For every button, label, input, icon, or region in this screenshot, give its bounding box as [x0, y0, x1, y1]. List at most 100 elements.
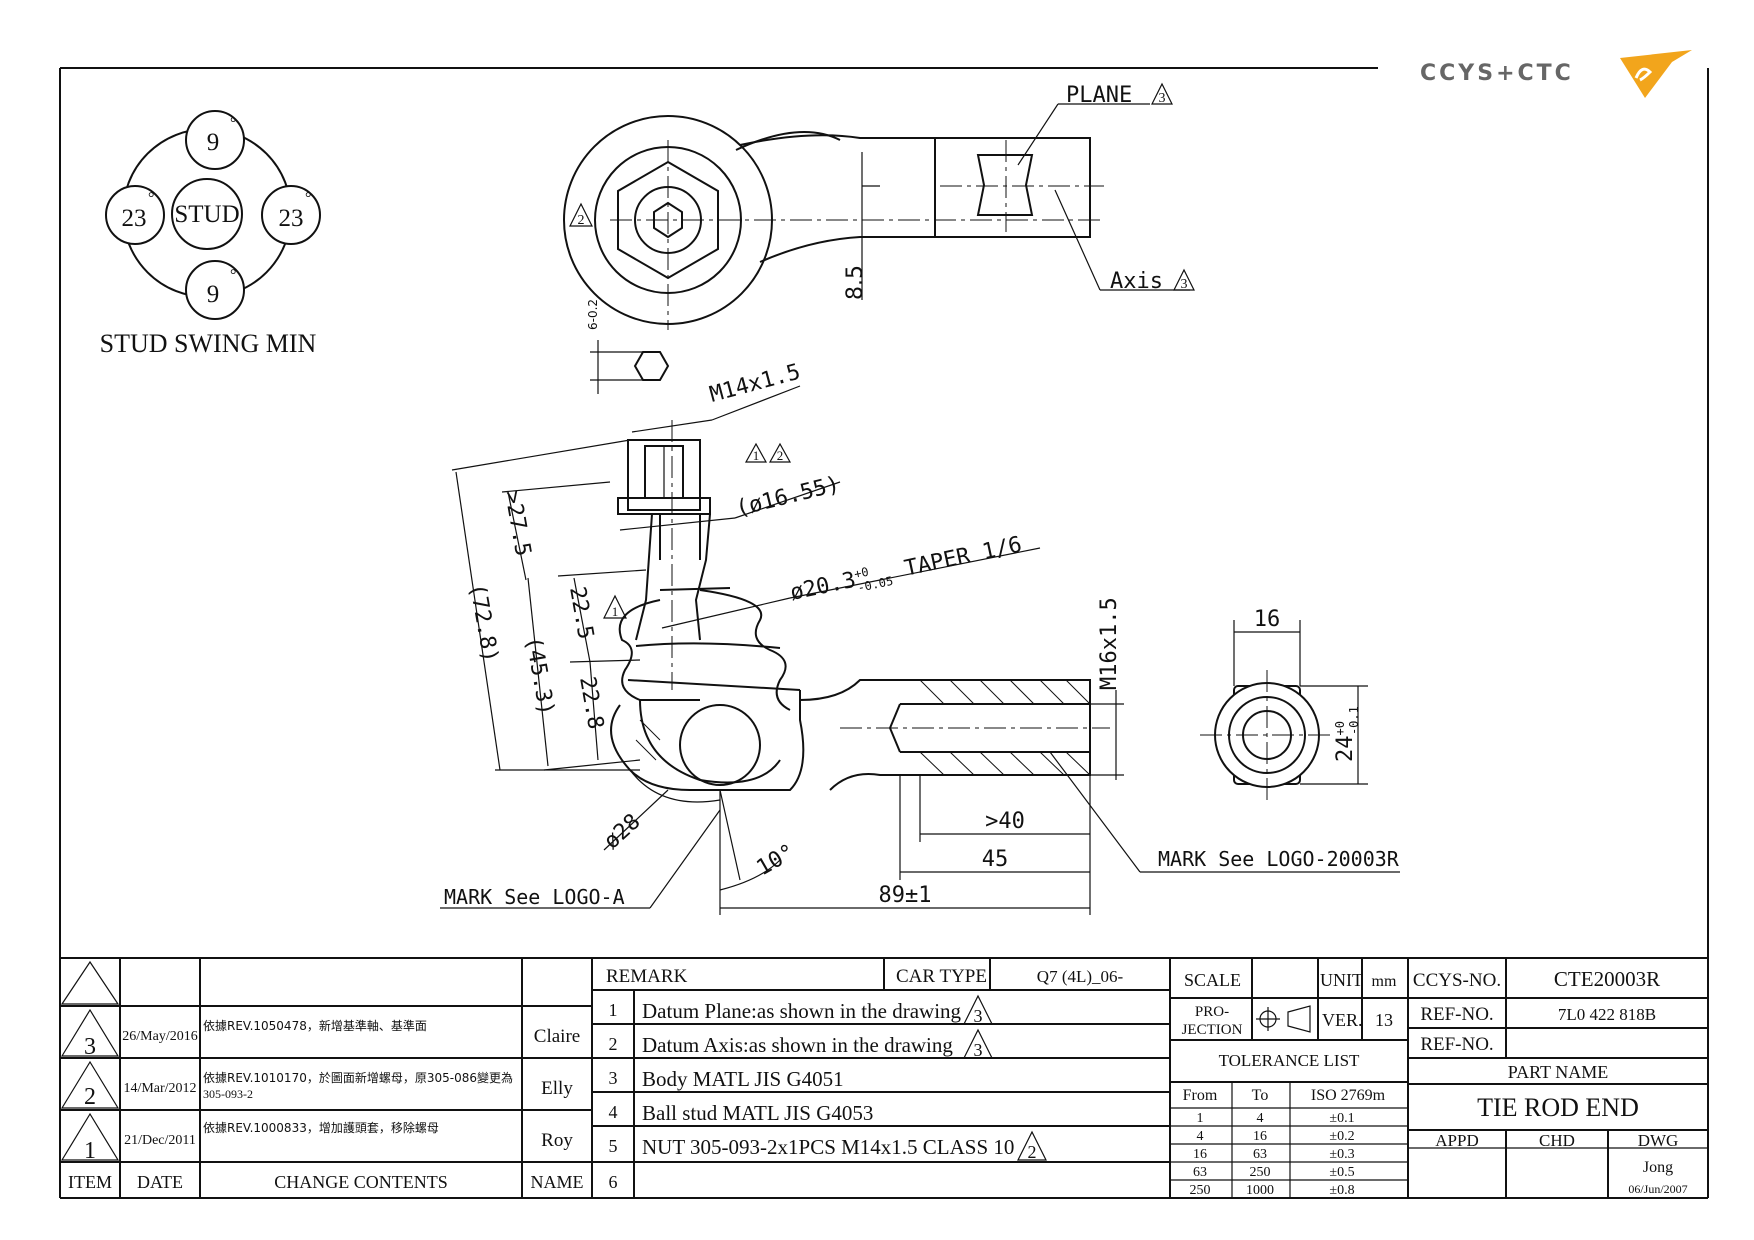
side-dimensions: M14x1.5 1 2 (ø16.55) ø20.3+0-0.05TAPER 1…	[440, 360, 1400, 915]
svg-text:Elly: Elly	[541, 1078, 573, 1099]
svg-text:°: °	[230, 115, 236, 132]
label-plane: PLANE	[1066, 83, 1132, 108]
end-view: 16 24+0-0.1	[1200, 607, 1368, 800]
part-name-label: PART NAME	[1508, 1062, 1608, 1082]
svg-text:依據REV.1000833，增加護頭套，移除螺母: 依據REV.1000833，增加護頭套，移除螺母	[203, 1120, 439, 1135]
ref-label: REF-NO.	[1420, 1004, 1493, 1025]
header-item: ITEM	[68, 1172, 112, 1192]
note-rev-triangles: 1 2	[744, 442, 792, 463]
dim-m14: M14x1.5	[707, 360, 803, 408]
title-content: CCYS-NO. CTE20003R REF-NO. 7L0 422 818B …	[1413, 967, 1688, 1196]
svg-text:Body MATL JIS G4051: Body MATL JIS G4051	[642, 1067, 844, 1091]
svg-text:16: 16	[1253, 1129, 1267, 1144]
svg-text:±0.2: ±0.2	[1329, 1129, 1354, 1144]
remark-row: 2 Datum Axis:as shown in the drawing 3	[609, 1028, 993, 1060]
mark-logo-r: MARK See LOGO-20003R	[1158, 847, 1400, 871]
svg-text:1: 1	[1197, 1111, 1204, 1126]
svg-text:250: 250	[1250, 1165, 1271, 1180]
label-axis: Axis	[1110, 269, 1163, 294]
ccys-number: CTE20003R	[1554, 967, 1660, 991]
svg-text:Ball stud MATL JIS G4053: Ball stud MATL JIS G4053	[642, 1101, 873, 1125]
svg-text:2: 2	[578, 213, 585, 228]
svg-text:依據REV.1010170，於圖面新增螺母，原305-086: 依據REV.1010170，於圖面新增螺母，原305-086變更為	[203, 1070, 513, 1085]
svg-text:4: 4	[1257, 1111, 1264, 1126]
plane-rev-triangle: 3	[1151, 82, 1173, 106]
swing-center-label: STUD	[174, 201, 239, 228]
svg-text:Datum Plane:as shown in the dr: Datum Plane:as shown in the drawing	[642, 999, 962, 1023]
top-view: 8.5 PLANE 3 Axis 3 2	[563, 82, 1195, 330]
dim-d72-8: (72.8)	[464, 582, 502, 665]
svg-text:1: 1	[612, 604, 619, 619]
remarks-table: REMARK CAR TYPE Q7 (4L)_06- 1 Datum Plan…	[606, 966, 1124, 1192]
svg-text:NUT 305-093-2x1PCS M14x1.5 CLA: NUT 305-093-2x1PCS M14x1.5 CLASS 10	[642, 1135, 1014, 1159]
svg-text:63: 63	[1193, 1165, 1207, 1180]
svg-text:3: 3	[1159, 91, 1166, 106]
side-view	[610, 420, 1110, 803]
svg-text:依據REV.1050478，新增基準軸、基準面: 依據REV.1050478，新增基準軸、基準面	[203, 1018, 427, 1033]
svg-text:250: 250	[1190, 1183, 1211, 1198]
hex-tolerance: 6-0.2	[586, 299, 600, 330]
svg-text:°: °	[230, 267, 236, 284]
svg-text:4: 4	[609, 1102, 618, 1122]
dim-gt40: >40	[985, 809, 1025, 834]
svg-text:To: To	[1252, 1087, 1269, 1104]
svg-text:3: 3	[974, 1006, 983, 1026]
svg-text:3: 3	[1181, 277, 1188, 292]
swing-title: STUD SWING MIN	[100, 329, 317, 358]
svg-text:63: 63	[1253, 1147, 1267, 1162]
ver-label: VER.	[1322, 1010, 1363, 1030]
svg-text:5: 5	[609, 1136, 618, 1156]
dim-d24: 24+0-0.1	[1333, 706, 1361, 762]
svg-text:4: 4	[1197, 1129, 1204, 1144]
unit-value: mm	[1372, 973, 1397, 990]
svg-text:±0.5: ±0.5	[1329, 1165, 1354, 1180]
ver-value: 13	[1375, 1010, 1393, 1030]
svg-text:1: 1	[84, 1138, 96, 1164]
mark-logo-a: MARK See LOGO-A	[444, 885, 625, 909]
dim-89: 89±1	[879, 883, 932, 908]
swing-left-value: 23	[122, 205, 147, 232]
revision-table: 3 26/May/2016 依據REV.1050478，新增基準軸、基準面 Cl…	[60, 960, 584, 1192]
dim-8-5: 8.5	[843, 265, 868, 300]
svg-text:±0.1: ±0.1	[1329, 1111, 1354, 1126]
hex-key-detail: 6-0.2	[586, 299, 670, 394]
dwg-date: 06/Jun/2007	[1628, 1182, 1687, 1196]
tolerance-row: 1 4 ±0.1	[1197, 1111, 1355, 1126]
svg-text:3: 3	[84, 1034, 96, 1060]
svg-text:1: 1	[609, 1000, 618, 1020]
svg-text:Datum Axis:as shown in the dra: Datum Axis:as shown in the drawing	[642, 1033, 953, 1057]
dim-45: 45	[982, 847, 1009, 872]
axis-rev-triangle: 3	[1173, 268, 1195, 292]
svg-text:ISO 2769m: ISO 2769m	[1311, 1087, 1386, 1104]
svg-text:2: 2	[609, 1034, 618, 1054]
dwg-name: Jong	[1643, 1159, 1673, 1176]
appd-label: APPD	[1435, 1131, 1478, 1150]
ccys-label: CCYS-NO.	[1413, 970, 1501, 991]
dwg-label: DWG	[1638, 1131, 1679, 1150]
revision-row: 3 26/May/2016 依據REV.1050478，新增基準軸、基準面 Cl…	[60, 1008, 580, 1060]
tolerance-title: TOLERANCE LIST	[1219, 1051, 1360, 1070]
ref2-label: REF-NO.	[1420, 1034, 1493, 1055]
logo-text: CCYS+CTC	[1420, 61, 1574, 86]
dim-m16: M16x1.5	[1097, 597, 1122, 690]
swing-right-value: 23	[279, 205, 304, 232]
remark-row: 6	[609, 1172, 618, 1192]
header-date: DATE	[137, 1172, 183, 1192]
spec-block: SCALE UNIT mm PRO- JECTION VER. 13 TOLER…	[1182, 970, 1397, 1198]
sheet-border	[59, 67, 1709, 1199]
swing-top-value: 9	[207, 129, 220, 156]
chd-label: CHD	[1539, 1131, 1575, 1150]
scale-label: SCALE	[1184, 970, 1241, 990]
dim-d22-5: 22.5	[564, 585, 598, 642]
svg-text:°: °	[148, 190, 154, 207]
svg-text:JECTION: JECTION	[1182, 1022, 1243, 1038]
remark-row: 4 Ball stud MATL JIS G4053	[609, 1101, 874, 1125]
svg-text:16: 16	[1193, 1147, 1207, 1162]
svg-text:6: 6	[609, 1172, 618, 1192]
svg-text:3: 3	[974, 1040, 983, 1060]
svg-text:From: From	[1183, 1087, 1218, 1104]
remark-row: 3 Body MATL JIS G4051	[609, 1067, 844, 1091]
logo-mark-icon	[1620, 50, 1692, 98]
rev-header-triangle-icon	[60, 960, 120, 1005]
